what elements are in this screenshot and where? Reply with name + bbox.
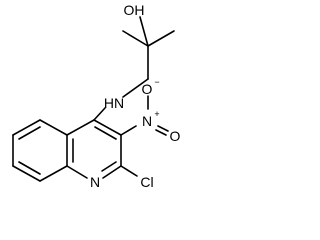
bond-c2-cl [120, 165, 138, 177]
bond-c-methyl-right [147, 30, 175, 47]
bond-c4-c3 [93, 119, 122, 136]
bond-c5-c6 [12, 119, 41, 136]
atom-label-cl: Cl [140, 174, 153, 190]
bond-c8-c8a [39, 165, 68, 182]
bond-nitro-o-double-b [155, 129, 167, 136]
bond-c7-c8-inner [18, 161, 41, 175]
atom-charge-plus: + [154, 109, 159, 119]
bond-c4-c3-inner [94, 126, 117, 140]
bond-nitro-o-double-a [157, 125, 169, 132]
bond-c4a-c4 [66, 119, 95, 136]
bond-skeleton [12, 16, 175, 182]
atom-label-nh: HN [104, 95, 124, 111]
bond-c3-nitro [120, 125, 137, 136]
bond-ch2-nh [122, 78, 149, 98]
bond-n1-c8a [66, 165, 88, 179]
bond-c-methyl-left [122, 30, 149, 47]
bond-c5-c6-inner [18, 126, 41, 140]
bond-c4a-c5 [39, 119, 68, 136]
atom-label-nitro-o: O [170, 128, 181, 144]
atom-charge-minus: − [154, 77, 159, 87]
atom-label-oh: OH [124, 2, 145, 18]
bond-nh-c4 [93, 107, 106, 121]
atom-label-nitro-o-minus: O [142, 81, 153, 97]
molecule-structure: OH HN N + O − O N Cl [12, 2, 181, 190]
atom-label-ring-n: N [90, 174, 100, 190]
bond-c7-c8 [12, 165, 41, 182]
atom-labels: OH HN N + O − O N Cl [90, 2, 181, 190]
bond-c2-n1 [102, 165, 122, 179]
bond-c2-n1-inner [101, 161, 117, 172]
atom-label-nitro-n: N [142, 113, 152, 129]
bond-c-oh [139, 16, 149, 47]
